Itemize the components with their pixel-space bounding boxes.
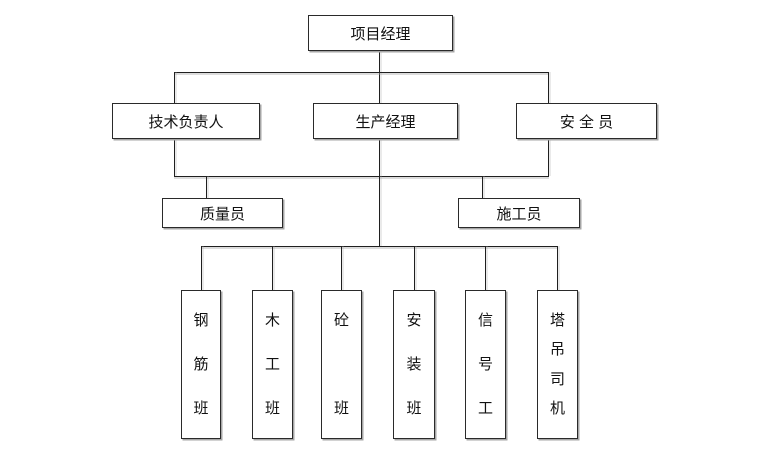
node-production-manager-label: 生产经理 bbox=[355, 113, 416, 131]
connector-team-crane-driver-top bbox=[557, 246, 559, 290]
team-label-char: 班 bbox=[193, 400, 209, 417]
connector-team-concrete-top bbox=[341, 246, 343, 290]
node-safety-officer-label: 安 全 员 bbox=[559, 113, 614, 131]
node-team-signal-worker: 信号工 bbox=[465, 290, 506, 439]
connector-level2-bus bbox=[174, 72, 549, 74]
team-label-char: 装 bbox=[406, 356, 422, 373]
node-technical-director-label: 技术负责人 bbox=[148, 113, 224, 131]
team-label-char: 安 bbox=[406, 312, 422, 329]
team-label-char: 吊 bbox=[549, 341, 565, 359]
team-label-char: 工 bbox=[477, 400, 493, 417]
node-team-carpentry: 木工班 bbox=[252, 290, 293, 439]
connector-production-manager-stem bbox=[379, 139, 381, 246]
connector-construction-supervisor-top bbox=[482, 176, 484, 198]
team-label-char: 班 bbox=[333, 400, 349, 417]
connector-teams-bus bbox=[201, 246, 558, 248]
connector-team-carpentry-top bbox=[272, 246, 274, 290]
connector-project-manager-stem bbox=[379, 51, 381, 103]
team-label-char: 号 bbox=[477, 356, 493, 373]
team-label-char: 钢 bbox=[193, 312, 209, 329]
connector-level3-bus bbox=[174, 176, 549, 178]
connector-team-installation-top bbox=[414, 246, 416, 290]
team-label-char: 信 bbox=[477, 312, 493, 329]
node-team-crane-driver: 塔吊司机 bbox=[537, 290, 578, 439]
connector-safety-officer-top bbox=[548, 72, 550, 103]
team-label-char: 班 bbox=[406, 400, 422, 417]
node-project-manager-label: 项目经理 bbox=[350, 25, 411, 43]
connector-team-rebar-top bbox=[201, 246, 203, 290]
connector-team-signal-worker-top bbox=[485, 246, 487, 290]
node-construction-supervisor-label: 施工员 bbox=[496, 205, 542, 223]
connector-safety-officer-bottom bbox=[548, 139, 550, 176]
team-label-char: 工 bbox=[264, 356, 280, 373]
team-label-char: 木 bbox=[264, 312, 280, 329]
node-project-manager: 项目经理 bbox=[308, 15, 453, 51]
connector-technical-director-bottom bbox=[174, 139, 176, 176]
connector-quality-inspector-top bbox=[206, 176, 208, 198]
node-quality-inspector: 质量员 bbox=[162, 198, 283, 228]
node-team-installation: 安装班 bbox=[393, 290, 435, 439]
node-safety-officer: 安 全 员 bbox=[516, 103, 657, 139]
team-label-char: 砼 bbox=[333, 312, 349, 329]
node-production-manager: 生产经理 bbox=[313, 103, 458, 139]
team-label-char: 塔 bbox=[549, 312, 565, 329]
node-construction-supervisor: 施工员 bbox=[458, 198, 580, 228]
node-team-rebar: 钢筋班 bbox=[181, 290, 221, 439]
team-label-char: 班 bbox=[264, 400, 280, 417]
connector-technical-director-top bbox=[174, 72, 176, 103]
team-label-char: 司 bbox=[549, 370, 565, 388]
node-team-concrete: 砼班 bbox=[321, 290, 362, 439]
node-quality-inspector-label: 质量员 bbox=[199, 205, 245, 223]
team-label-char: 机 bbox=[549, 399, 565, 417]
node-technical-director: 技术负责人 bbox=[112, 103, 260, 139]
team-label-char: 筋 bbox=[193, 356, 209, 373]
